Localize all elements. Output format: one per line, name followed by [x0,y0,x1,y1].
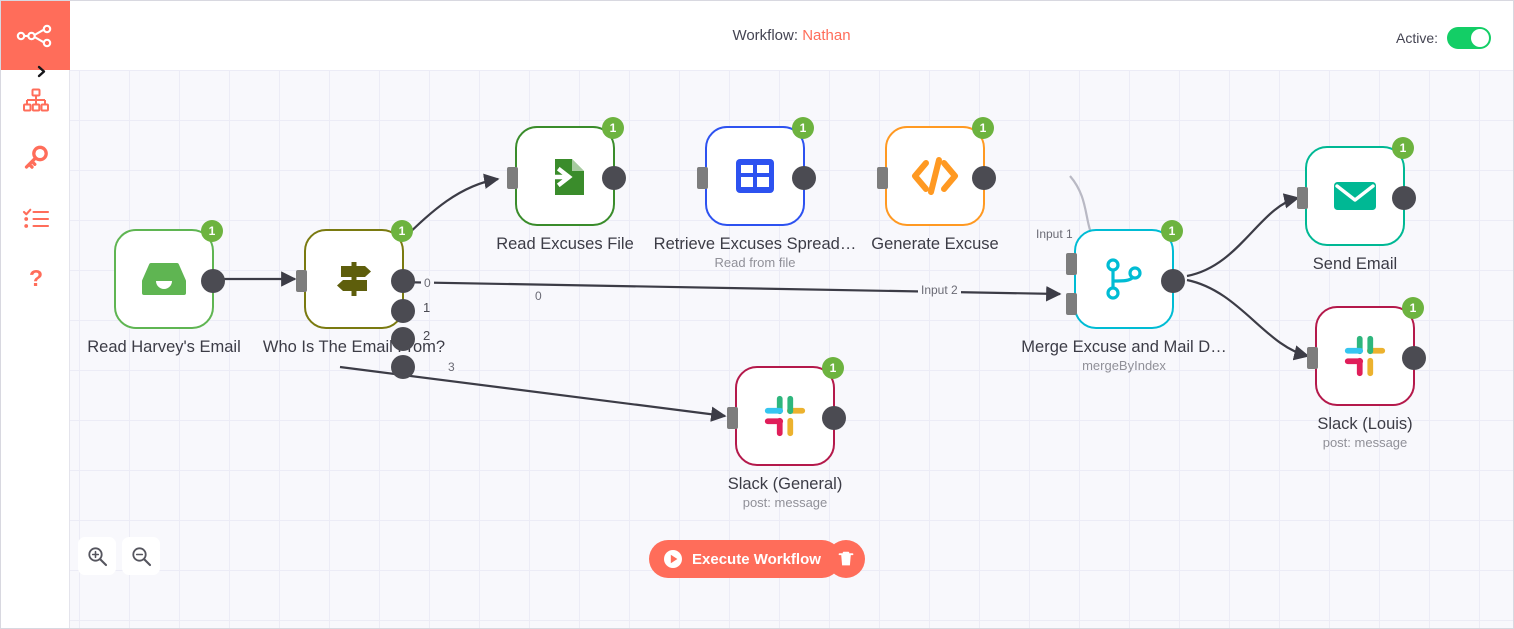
chevron-right-icon [37,65,45,77]
n8n-logo-icon [16,24,51,47]
output-port[interactable] [1161,269,1185,293]
node-who-is-the-email-from[interactable]: 1 1 2 Who Is The Email From? [263,220,445,379]
node-run-badge: 1 [1161,220,1183,242]
sidebar-item-workflows[interactable] [1,73,70,129]
node-run-badge: 1 [822,357,844,379]
zoom-in-button[interactable] [78,537,116,575]
envelope-icon [1334,182,1376,210]
output-port-1[interactable] [391,299,415,323]
file-import-icon [543,159,584,195]
connection-label: 3 [445,360,458,374]
output-port[interactable] [1402,346,1426,370]
workflow-canvas[interactable]: 0 0 3 Input 1 Input 2 1 Read Harvey's Em… [70,61,1513,628]
play-icon [664,550,682,568]
page-title: Workflow: Nathan [70,27,1513,44]
n8n-logo[interactable] [1,1,70,70]
node-slack-louis[interactable]: 1 Slack (Louis) post: message [1307,297,1426,450]
workflow-title-prefix: Workflow: [732,27,799,44]
merge-branch-icon [1106,258,1142,300]
active-toggle[interactable] [1447,27,1491,49]
node-run-badge: 1 [201,220,223,242]
input-port-2[interactable] [1066,293,1077,315]
question-mark-icon: ? [28,265,42,291]
spreadsheet-icon [736,159,774,193]
node-run-badge: 1 [602,117,624,139]
toggle-knob [1471,29,1489,47]
output-port[interactable] [1392,186,1416,210]
input-port[interactable] [1307,347,1318,369]
node-run-badge: 1 [1392,137,1414,159]
input-port[interactable] [727,407,738,429]
execute-workflow-label: Execute Workflow [692,550,821,568]
output-port-label-1: 1 [423,300,431,315]
active-label: Active: [1395,30,1438,46]
output-port[interactable] [822,406,846,430]
header: Workflow: Nathan Active: [70,1,1513,70]
output-port-3[interactable] [391,355,415,379]
workflows-icon [22,88,49,112]
zoom-out-icon [131,546,151,566]
input-port-1[interactable] [1066,253,1077,275]
output-port-2[interactable] [391,327,415,351]
node-read-excuses-file[interactable]: 1 Read Excuses File [496,117,634,253]
sidebar-item-help[interactable]: ? [1,251,70,307]
node-run-badge: 1 [972,117,994,139]
node-generate-excuse[interactable]: 1 Generate Excuse [871,117,999,253]
output-port-0[interactable] [391,269,415,293]
slack-icon [1344,335,1386,377]
output-port[interactable] [602,166,626,190]
zoom-in-icon [87,546,107,566]
sidebar-expand-chevron[interactable] [31,61,51,81]
slack-icon [764,395,806,437]
inbox-icon [142,263,186,295]
sidebar-item-credentials[interactable] [1,130,70,186]
active-control: Active: [1396,27,1491,49]
code-icon [912,157,958,195]
node-send-email[interactable]: 1 Send Email [1297,137,1416,273]
input-port[interactable] [507,167,518,189]
sidebar: ? [1,1,70,628]
node-read-harveys-email[interactable]: 1 Read Harvey's Email [87,220,241,356]
node-merge-excuse-and-mail-data[interactable]: 1 Merge Excuse and Mail D… mergeByIndex [1021,220,1227,373]
node-run-badge: 1 [391,220,413,242]
sidebar-item-executions[interactable] [1,191,70,247]
key-icon [24,145,48,169]
zoom-out-button[interactable] [122,537,160,575]
execute-workflow-button[interactable]: Execute Workflow [649,540,841,578]
node-run-badge: 1 [792,117,814,139]
output-port[interactable] [972,166,996,190]
svg-text:?: ? [28,265,42,291]
connection-label: 0 [421,276,434,290]
node-slack-general[interactable]: 1 Slack (General) post: message [727,357,846,510]
output-port-label-2: 2 [423,328,431,343]
output-port[interactable] [201,269,225,293]
node-retrieve-excuses-spreadsheet[interactable]: 1 Retrieve Excuses Spread… Read from fil… [654,117,856,270]
input-port[interactable] [877,167,888,189]
input-port[interactable] [296,270,307,292]
workflow-name[interactable]: Nathan [802,27,851,44]
node-run-badge: 1 [1402,297,1424,319]
output-port[interactable] [792,166,816,190]
connection-label: Input 2 [918,283,961,297]
input-port[interactable] [1297,187,1308,209]
connection-label: 0 [532,289,545,303]
signpost-switch-icon [337,262,371,296]
checklist-icon [22,208,49,228]
connection-label: Input 1 [1033,227,1076,241]
trash-icon [838,551,854,566]
input-port[interactable] [697,167,708,189]
delete-button[interactable] [827,540,865,578]
